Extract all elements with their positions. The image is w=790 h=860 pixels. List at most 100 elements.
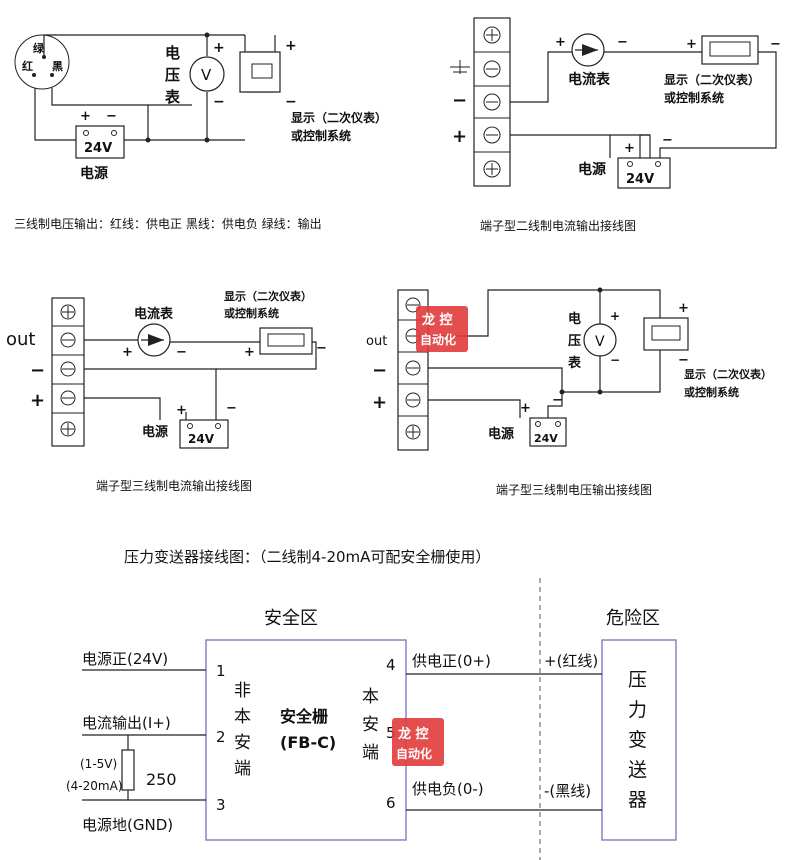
- display-label-2: 或控制系统: [224, 306, 279, 320]
- psu-plus: +: [624, 141, 635, 156]
- svg-text:自动化: 自动化: [396, 746, 432, 761]
- display-plus: +: [678, 301, 689, 316]
- non-intrinsic-4: 端: [234, 759, 251, 779]
- psu-minus: −: [552, 393, 563, 408]
- display-instrument: [701, 35, 759, 65]
- psu-voltage: 24V: [534, 432, 558, 445]
- display-instrument: [643, 317, 689, 351]
- resistor-note-1: (1-5V): [80, 757, 117, 771]
- psu-minus: −: [106, 109, 117, 124]
- display-minus: −: [678, 353, 689, 368]
- voltmeter-label-3: 表: [165, 88, 181, 106]
- psu-plus: +: [80, 109, 91, 124]
- intrinsic-1: 本: [362, 687, 379, 707]
- psu-voltage: 24V: [188, 432, 215, 446]
- safe-zone-label: 安全区: [264, 608, 318, 629]
- psu-label: 电源: [488, 426, 514, 442]
- display-minus: −: [285, 94, 297, 110]
- red-wire-label: +(红线): [544, 652, 598, 670]
- ammeter-minus: −: [617, 35, 628, 50]
- psu-label: 电源: [578, 161, 606, 178]
- barrier-name: 安全栅: [280, 707, 328, 726]
- transmitter-3: 变: [628, 729, 647, 751]
- minus-terminal-label: −: [452, 90, 467, 111]
- display-minus: −: [770, 37, 781, 52]
- diagram-safety-barrier: 压力变送器接线图：（二线制4-20mA可配安全栅使用） 安全区 危险区 电源正(…: [66, 548, 677, 860]
- intrinsic-2: 安: [362, 715, 379, 735]
- load-resistor: [121, 749, 135, 791]
- minus-terminal-label: −: [372, 360, 387, 381]
- terminal-1: 1: [216, 662, 226, 680]
- power-supply-box: [617, 157, 671, 189]
- terminal-5: 5: [386, 724, 396, 742]
- diagram-3wire-voltage-terminal: out − + V + − 电 压 表 + − 显示（二次仪表） 或控制系统 +…: [366, 287, 772, 497]
- transmitter-5: 器: [628, 789, 647, 811]
- transmitter-1: 压: [628, 669, 647, 691]
- psu-label: 电源: [142, 424, 168, 440]
- svg-text:龙 控: 龙 控: [422, 312, 453, 328]
- voltmeter-label-1: 电: [568, 311, 581, 327]
- resistor-note-2: (4-20mA): [66, 779, 123, 793]
- sensor-connector: [14, 34, 70, 90]
- ammeter-plus: +: [555, 35, 566, 50]
- voltmeter-minus: −: [610, 353, 620, 367]
- ammeter-plus: +: [122, 345, 133, 360]
- voltmeter-icon: [583, 323, 617, 357]
- terminal-6: 6: [386, 794, 396, 812]
- barrier-model: (FB-C): [280, 733, 336, 752]
- display-label-1: 显示（二次仪表）: [664, 72, 760, 87]
- diagram-3wire-current: out − + + − 电流表 + − 显示（二次仪表） 或控制系统 + − 2…: [6, 289, 327, 493]
- voltmeter-label-1: 电: [165, 44, 180, 62]
- minus-terminal-label: −: [30, 360, 45, 381]
- brand-watermark-logo: 龙 控 自动化: [392, 718, 444, 766]
- voltmeter-icon: [189, 56, 225, 92]
- pressure-transmitter-box: [601, 639, 677, 841]
- brand-watermark-logo: 龙 控 自动化: [416, 306, 468, 352]
- safety-barrier-box: [205, 639, 407, 841]
- svg-text:自动化: 自动化: [420, 332, 456, 347]
- display-label-2: 或控制系统: [291, 128, 351, 143]
- voltmeter-label-2: 压: [568, 334, 581, 349]
- black-wire-label: -(黑线): [544, 782, 591, 800]
- supply-positive-label: 供电正(0+): [412, 652, 491, 670]
- plus-terminal-label: +: [452, 126, 467, 147]
- input-current-label: 电流输出(I+): [82, 714, 171, 732]
- psu-minus: −: [226, 401, 237, 416]
- terminal-2: 2: [216, 728, 226, 746]
- ammeter-label: 电流表: [568, 71, 611, 88]
- display-label-1: 显示（二次仪表）: [224, 289, 312, 303]
- wire-black-label: 黑: [52, 60, 63, 73]
- terminal-4: 4: [386, 656, 396, 674]
- meter-plus: +: [213, 40, 225, 56]
- voltmeter-plus: +: [610, 309, 620, 323]
- wire-green-label: 绿: [33, 41, 45, 55]
- wire-red-label: 红: [22, 59, 33, 73]
- input-gnd-label: 电源地(GND): [82, 816, 173, 834]
- diagram-3-caption: 端子型三线制电流输出接线图: [96, 478, 252, 493]
- display-label-2: 或控制系统: [664, 90, 724, 105]
- psu-plus: +: [176, 403, 187, 418]
- display-plus: +: [285, 38, 297, 54]
- input-power-label: 电源正(24V): [82, 650, 168, 668]
- non-intrinsic-3: 安: [234, 733, 251, 753]
- diagram-4-caption: 端子型三线制电压输出接线图: [496, 482, 652, 497]
- terminal-3: 3: [216, 796, 226, 814]
- display-minus: −: [316, 341, 327, 356]
- display-instrument: [259, 327, 313, 355]
- ground-icon: [450, 60, 470, 74]
- voltmeter-symbol: V: [201, 66, 212, 84]
- plus-terminal-label: +: [30, 390, 45, 411]
- transmitter-2: 力: [628, 699, 647, 721]
- ammeter-minus: −: [176, 345, 187, 360]
- plus-terminal-label: +: [372, 392, 387, 413]
- meter-minus: −: [213, 94, 225, 110]
- diagram-3wire-voltage: 绿 红 黑 V 电 压 表 + − + − 显示（二次仪表） 或控制系统: [14, 32, 387, 231]
- psu-voltage: 24V: [84, 141, 112, 156]
- display-label-2: 或控制系统: [684, 385, 739, 399]
- voltmeter-symbol: V: [595, 334, 605, 350]
- non-intrinsic-1: 非: [234, 681, 251, 701]
- voltmeter-label-2: 压: [165, 66, 180, 84]
- display-label-1: 显示（二次仪表）: [291, 110, 387, 125]
- transmitter-4: 送: [628, 759, 647, 781]
- psu-voltage: 24V: [626, 172, 654, 187]
